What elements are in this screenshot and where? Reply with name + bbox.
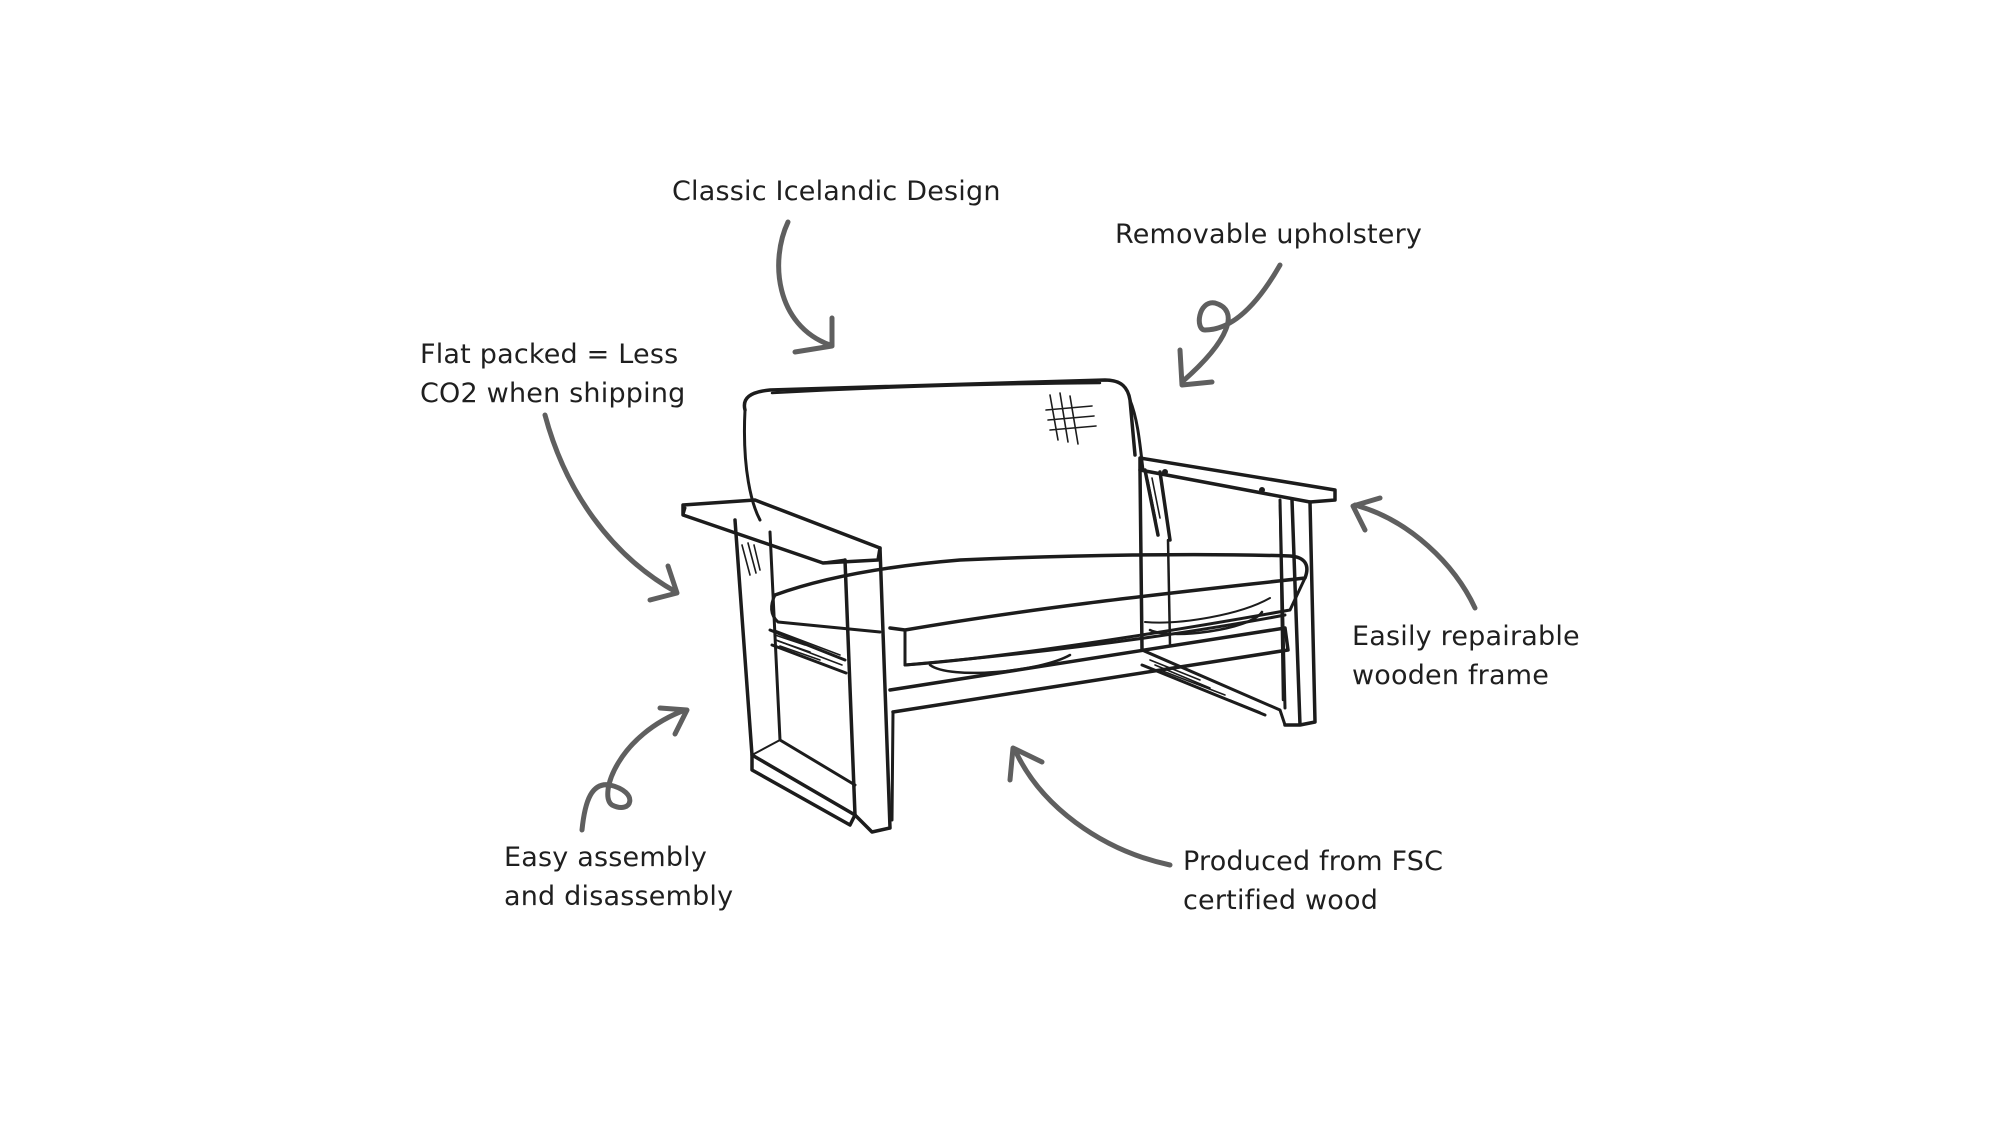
- label-design: Classic Icelandic Design: [672, 172, 1001, 211]
- arrow-repair: [1350, 495, 1478, 611]
- cushion-stitching: [1045, 392, 1097, 445]
- label-repair-line2: wooden frame: [1352, 660, 1550, 691]
- label-flatpack-line1: Flat packed = Less: [420, 339, 679, 370]
- right-armrest: [1138, 456, 1337, 504]
- front-rail: [888, 626, 1290, 714]
- label-design-text: Classic Icelandic Design: [672, 176, 1001, 207]
- arrow-flatpack: [542, 412, 680, 603]
- arrow-fsc: [1007, 745, 1173, 868]
- label-repair: Easily repairable wooden frame: [1352, 617, 1580, 695]
- arrow-design: [776, 219, 835, 355]
- label-fsc-line2: certified wood: [1183, 885, 1379, 916]
- label-flatpack: Flat packed = Less CO2 when shipping: [420, 335, 685, 413]
- left-front-post: [843, 546, 892, 834]
- label-flatpack-line2: CO2 when shipping: [420, 378, 686, 409]
- label-repair-line1: Easily repairable: [1352, 621, 1580, 652]
- label-assembly-line1: Easy assembly: [504, 842, 708, 873]
- label-fsc-line1: Produced from FSC: [1183, 846, 1444, 877]
- right-back-post: [1143, 468, 1172, 542]
- arrow-assembly: [579, 705, 690, 833]
- label-fsc: Produced from FSC certified wood: [1183, 842, 1443, 920]
- label-upholstery-text: Removable upholstery: [1115, 219, 1423, 250]
- arrow-upholstery: [1177, 262, 1283, 388]
- back-cushion: [742, 378, 1137, 457]
- label-assembly-line2: and disassembly: [504, 881, 734, 912]
- label-upholstery: Removable upholstery: [1115, 215, 1422, 254]
- label-assembly: Easy assembly and disassembly: [504, 838, 733, 916]
- right-front-post: [1283, 498, 1317, 727]
